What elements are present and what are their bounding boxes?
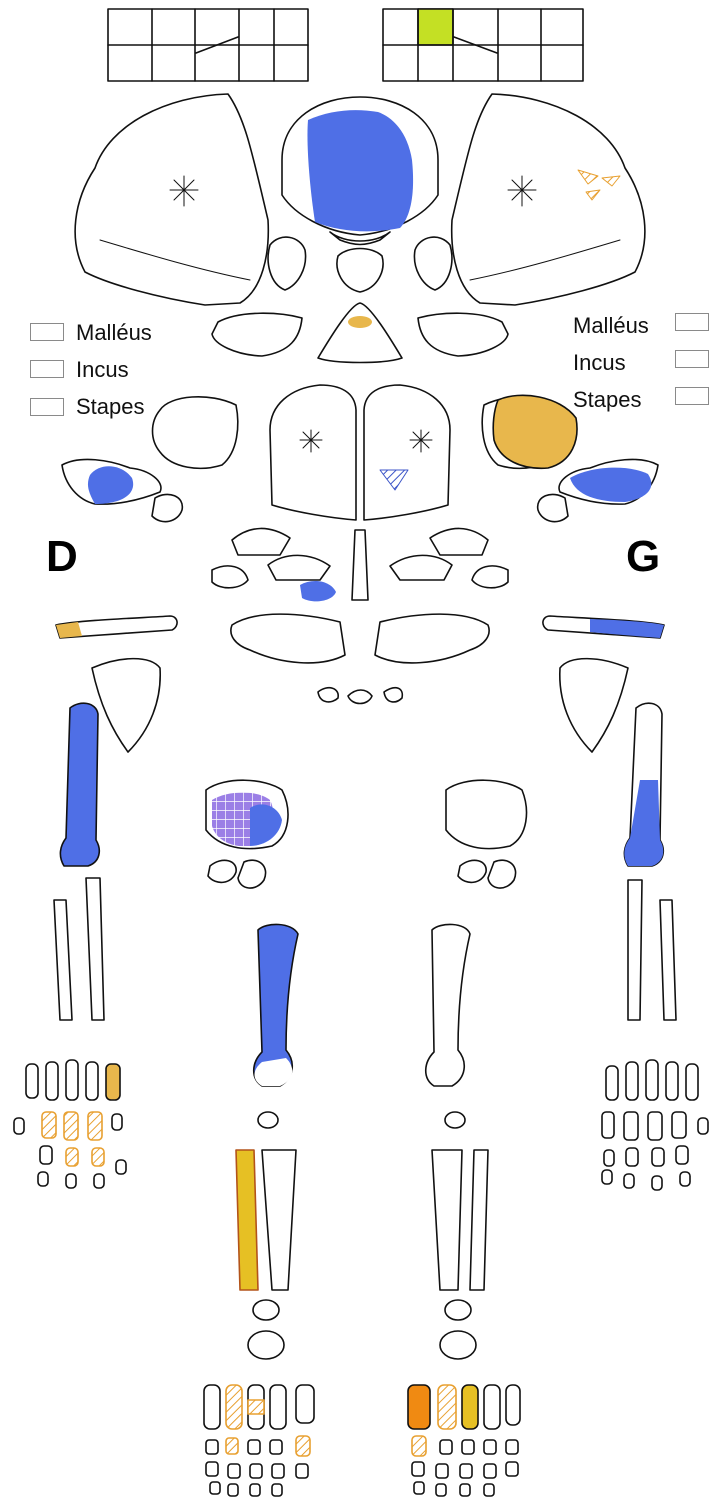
ossicle-box-left-incus[interactable] [675, 350, 709, 368]
ossicle-label-right-stapes: Stapes [76, 396, 145, 418]
ossicle-label-left-malleus: Malléus [573, 315, 649, 337]
mandible-left [375, 614, 489, 663]
left-femur [426, 924, 470, 1086]
ossicle-label-right-incus: Incus [76, 359, 129, 381]
right-hand [14, 1060, 126, 1188]
side-label-right: D [46, 535, 78, 579]
left-frontal-half [364, 385, 450, 520]
right-frontal-half [270, 385, 356, 520]
mandible-right [231, 614, 345, 663]
ossicle-box-right-incus[interactable] [30, 360, 64, 378]
right-scapula [92, 659, 160, 752]
ossicle-box-right-stapes[interactable] [30, 398, 64, 416]
ossicle-box-left-malleus[interactable] [675, 313, 709, 331]
left-foot [408, 1385, 520, 1496]
ossicle-label-left-incus: Incus [573, 352, 626, 374]
right-parietal [75, 94, 268, 305]
left-scapula [560, 659, 628, 752]
left-parietal [452, 94, 645, 305]
right-humerus [60, 703, 99, 866]
ossicle-box-right-malleus[interactable] [30, 323, 64, 341]
right-fibula [236, 1150, 258, 1290]
ossicle-label-right-malleus: Malléus [76, 322, 152, 344]
side-label-left: G [626, 535, 660, 579]
left-hand [602, 1060, 708, 1190]
ossicle-box-left-stapes[interactable] [675, 387, 709, 405]
ossicle-label-left-stapes: Stapes [573, 389, 642, 411]
right-temporal [153, 397, 238, 469]
right-foot [204, 1385, 314, 1496]
dental-chart-left [383, 9, 583, 81]
dental-chart-right [108, 9, 308, 81]
